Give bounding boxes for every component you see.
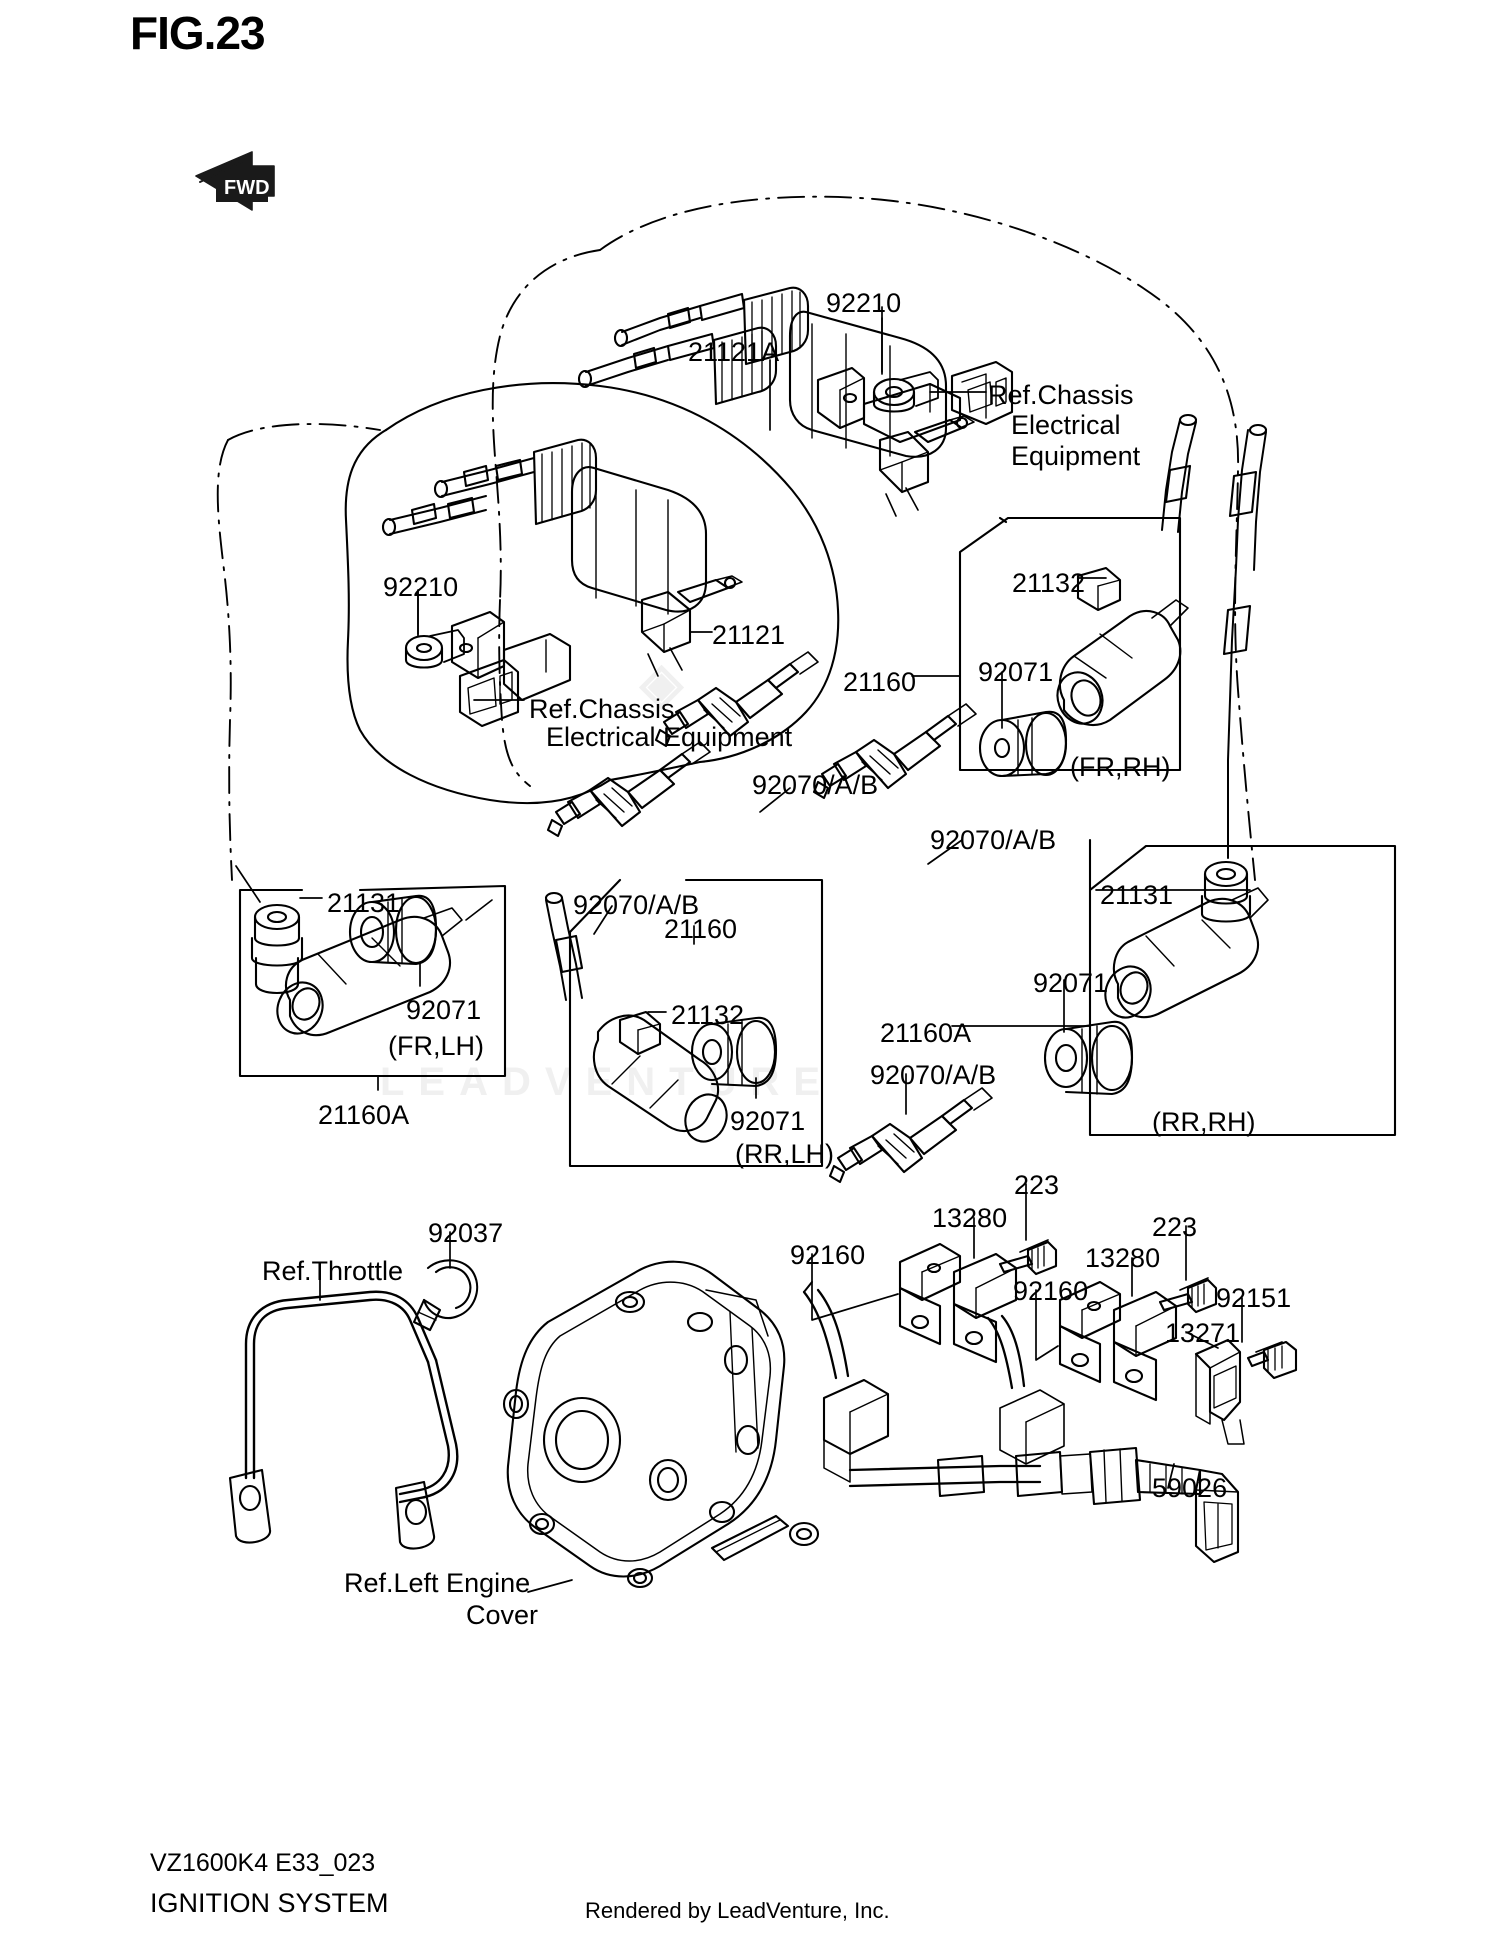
callout-92160-right: 92160 [1013, 1276, 1089, 1306]
callout-21132-fr-rh: 21132 [1012, 568, 1086, 598]
footer-diagram-name: IGNITION SYSTEM [150, 1888, 389, 1918]
callout-92070ab-lower: 92070/A/B [870, 1060, 997, 1090]
watermark-flame: ◈ [640, 651, 698, 714]
callout-92210-top: 92210 [826, 288, 902, 318]
figure-title: FIG.23 [130, 7, 266, 59]
spark-plug-right [812, 703, 977, 800]
footer-credit: Rendered by LeadVenture, Inc. [585, 1898, 890, 1923]
callout-13271: 13271 [1165, 1318, 1241, 1348]
ref-chassis-left-line1: Ref.Chassis [529, 694, 675, 724]
plug-cap-21132-rr-lh [544, 891, 728, 1143]
ref-chassis-right-line1: Ref.Chassis [988, 380, 1134, 410]
callout-13280-left: 13280 [932, 1203, 1008, 1233]
throttle-cable-ref [228, 1259, 479, 1550]
ignition-coil-front [381, 438, 743, 677]
callout-92210-left: 92210 [383, 572, 459, 602]
spark-plug-lower [828, 1087, 993, 1184]
seal-21131-rr-rh [1200, 423, 1268, 923]
clip-13271 [1194, 1338, 1245, 1445]
callout-21121: 21121 [712, 620, 786, 650]
group-label-fr-rh: (FR,RH) [1070, 752, 1171, 782]
callout-92071-fr-lh: 92071 [406, 995, 482, 1025]
fwd-arrow-icon: FWD [195, 151, 275, 211]
bracket-92160-left [898, 1239, 1058, 1364]
callout-21160-fr-rh: 21160 [843, 667, 917, 697]
ref-throttle: Ref.Throttle [262, 1256, 404, 1286]
callout-92037: 92037 [428, 1218, 504, 1248]
callout-21160a-left: 21160A [318, 1100, 410, 1130]
callout-21160a-right: 21160A [880, 1018, 972, 1048]
ref-chassis-right-line3: Equipment [1011, 441, 1141, 471]
grommet-92071-rr-rh [1043, 1020, 1134, 1096]
callout-223-left: 223 [1014, 1170, 1060, 1200]
bracket-92160-right [1058, 1277, 1218, 1402]
group-label-rr-lh: (RR,LH) [735, 1139, 834, 1169]
ref-left-engine-line1: Ref.Left Engine [344, 1568, 531, 1598]
screw-92151 [1246, 1340, 1298, 1380]
callout-92160-left: 92160 [790, 1240, 866, 1270]
callout-21160-rr-lh: 21160 [664, 914, 738, 944]
group-box-rr-rh [1088, 838, 1397, 1137]
callout-21132-rr-lh: 21132 [671, 1000, 745, 1030]
spark-plug-upper-left [546, 741, 711, 838]
callout-92070ab-right: 92070/A/B [930, 825, 1057, 855]
plug-cap-21132-fr-rh [1076, 413, 1198, 612]
callout-21131-left: 21131 [327, 888, 401, 918]
group-box-fr-rh [958, 516, 1182, 772]
grommet-92071-fr-lh [348, 894, 493, 966]
plug-cap-rr-rh [1104, 887, 1269, 1019]
group-box-fr-lh [238, 884, 507, 1078]
group-label-rr-rh: (RR,RH) [1152, 1107, 1256, 1137]
pickup-coil-harness [802, 1281, 1240, 1564]
ref-left-engine-line2: Cover [466, 1600, 539, 1630]
callout-92071-rr-lh: 92071 [730, 1106, 806, 1136]
callout-92071-rr-rh: 92071 [1033, 968, 1109, 998]
ref-chassis-right-line2: Electrical [1011, 410, 1121, 440]
callout-92151: 92151 [1216, 1283, 1292, 1313]
callout-92071-fr-rh: 92071 [978, 657, 1054, 687]
watermark-text: LEADVENTURE [380, 1060, 835, 1104]
group-box-rr-lh [568, 878, 824, 1168]
plug-cap-fr-lh [276, 907, 463, 1037]
plug-cap-fr-rh [1056, 599, 1189, 726]
callout-59026: 59026 [1152, 1473, 1228, 1503]
seal-21131-fr-lh [235, 865, 304, 994]
callout-21131-right: 21131 [1100, 880, 1174, 910]
svg-text:FWD: FWD [224, 177, 270, 199]
group-label-fr-lh: (FR,LH) [388, 1031, 484, 1061]
ref-chassis-left-line2: Electrical Equipment [546, 722, 793, 752]
callout-92070ab-upper: 92070/A/B [752, 770, 879, 800]
left-engine-cover-ref [502, 1260, 820, 1589]
spark-plug-mid [654, 651, 819, 748]
ignition-coil-rear [577, 286, 975, 517]
callout-13280-right: 13280 [1085, 1243, 1161, 1273]
coil-bolt-top [872, 306, 939, 413]
callout-92070ab-left: 92070/A/B [573, 890, 700, 920]
grommet-92071-fr-rh [978, 710, 1068, 778]
callout-21121a: 21121A [688, 337, 780, 367]
footer-model-code: VZ1600K4 E33_023 [150, 1849, 376, 1877]
coil-bracket-right [816, 360, 1014, 444]
callout-223-right: 223 [1152, 1212, 1198, 1242]
